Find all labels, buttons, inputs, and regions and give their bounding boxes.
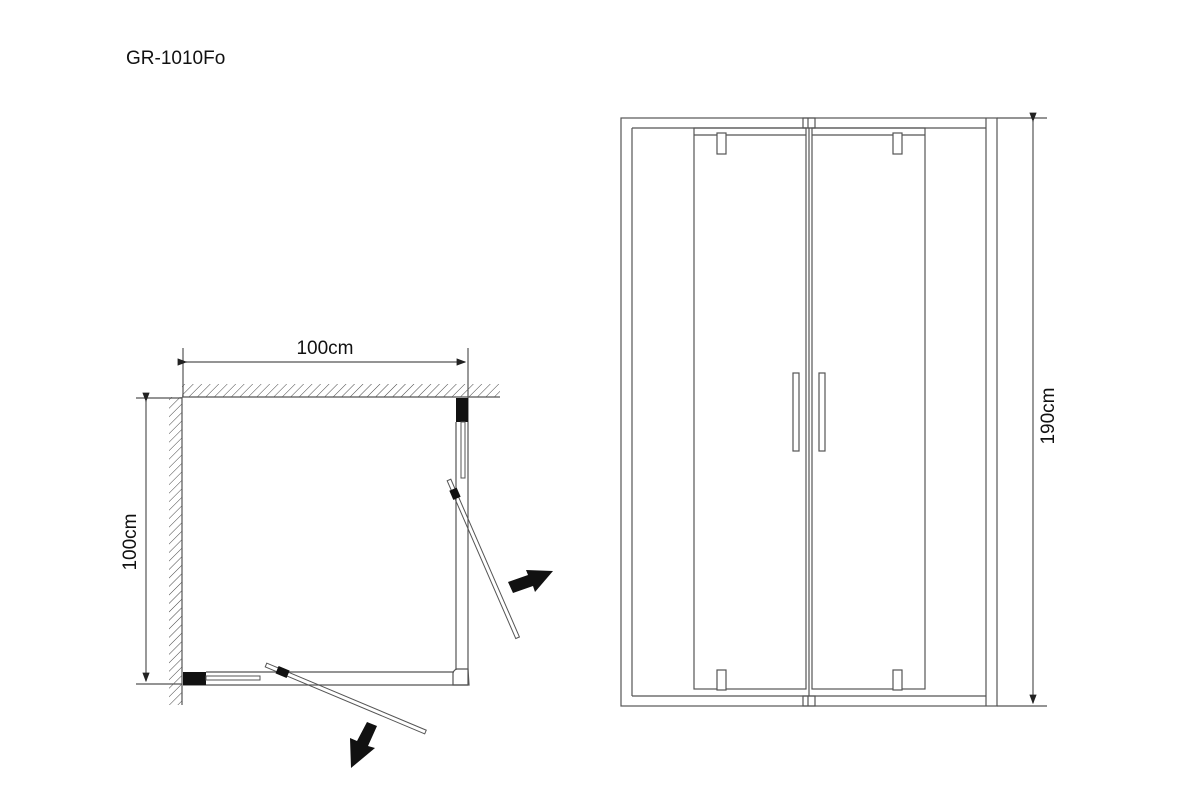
plan-view bbox=[136, 348, 553, 768]
top-wall-hatch bbox=[182, 384, 500, 397]
fixed-panel-bottom bbox=[205, 675, 261, 681]
door-right bbox=[811, 127, 926, 690]
wall-profile-left bbox=[183, 672, 206, 685]
fixed-panel-right bbox=[460, 421, 466, 479]
swing-arrow-right-icon bbox=[508, 570, 553, 593]
door-left bbox=[693, 127, 807, 690]
plan-width-label: 100cm bbox=[296, 338, 353, 359]
left-wall-hatch bbox=[169, 397, 182, 705]
model-title: GR-1010Fo bbox=[126, 48, 226, 69]
swing-arrow-bottom-icon bbox=[350, 722, 377, 768]
handle-left bbox=[792, 372, 800, 452]
hinge-icon bbox=[892, 669, 903, 691]
front-height-label: 190cm bbox=[1038, 387, 1059, 444]
corner-post bbox=[452, 668, 470, 686]
door-bottom-open bbox=[264, 662, 427, 735]
hinge-icon bbox=[716, 669, 727, 691]
hinge-icon bbox=[892, 132, 903, 155]
front-view bbox=[620, 112, 1047, 707]
door-right-open bbox=[446, 478, 521, 640]
wall-profile-right bbox=[456, 398, 468, 422]
handle-right bbox=[818, 372, 826, 452]
hinge-icon bbox=[716, 132, 727, 155]
plan-depth-label: 100cm bbox=[120, 513, 141, 570]
